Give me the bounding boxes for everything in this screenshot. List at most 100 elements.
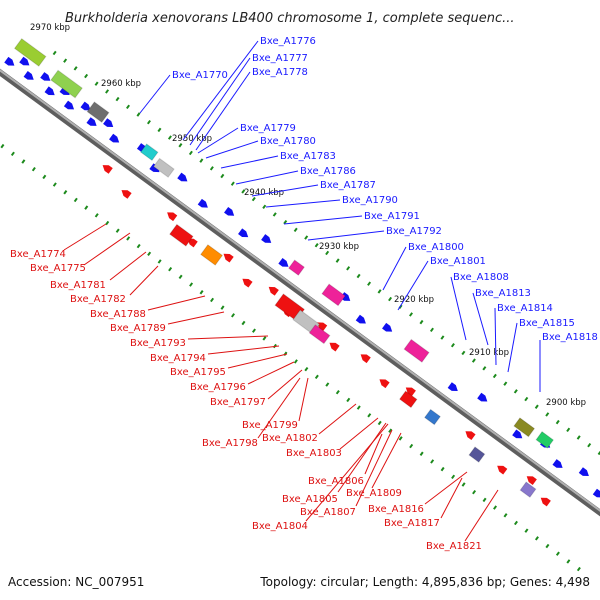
gc-dot (146, 119, 151, 125)
gc-dot (335, 390, 340, 395)
gc-dot (262, 336, 267, 341)
chromosome-backbone (0, 68, 600, 517)
gc-dot (231, 313, 235, 318)
gene-label-reverse[interactable]: Bxe_A1816 (368, 504, 424, 515)
gc-dot (147, 251, 152, 256)
gene-label-forward[interactable]: Bxe_A1814 (497, 303, 553, 314)
gene-label-reverse[interactable]: Bxe_A1799 (242, 420, 298, 431)
gene-label-reverse[interactable]: Bxe_A1774 (10, 249, 66, 260)
gc-dot (241, 320, 246, 326)
gc-dot (262, 204, 267, 209)
cds-reverse-glyph (540, 497, 551, 507)
gene-label-reverse[interactable]: Bxe_A1788 (90, 309, 146, 320)
feature-glyphs (4, 38, 600, 507)
gene-label-forward[interactable]: Bxe_A1813 (475, 288, 531, 299)
gc-dot (545, 543, 550, 549)
gene-label-reverse[interactable]: Bxe_A1806 (308, 476, 364, 487)
gc-dot (10, 151, 15, 157)
gene-label-reverse[interactable]: Bxe_A1802 (262, 433, 318, 444)
gene-label-reverse[interactable]: Bxe_A1794 (150, 353, 206, 364)
tick-labels: 2970 kbp 2960 kbp 2950 kbp 2940 kbp 2930… (30, 23, 586, 408)
misc-feature-block (200, 244, 224, 266)
gc-dot (94, 81, 99, 86)
accession-text: Accession: NC_007951 (8, 575, 144, 589)
gc-dot (21, 159, 26, 164)
gene-label-reverse[interactable]: Bxe_A1821 (426, 541, 482, 552)
gene-label-forward[interactable]: Bxe_A1791 (364, 211, 420, 222)
gc-dot (472, 489, 477, 495)
cds-forward-glyph (86, 117, 97, 126)
gc-dot (576, 435, 581, 440)
gc-dot (335, 258, 340, 263)
gene-label-forward[interactable]: Bxe_A1790 (342, 195, 398, 206)
gc-dot (576, 566, 581, 572)
gene-label-forward[interactable]: Bxe_A1786 (300, 166, 356, 177)
gene-label-reverse[interactable]: Bxe_A1807 (300, 507, 356, 518)
gene-label-forward[interactable]: Bxe_A1801 (430, 256, 486, 267)
gene-label-reverse[interactable]: Bxe_A1793 (130, 338, 186, 349)
misc-feature-block (50, 69, 83, 99)
gc-skew-track-outer (52, 50, 600, 456)
gc-dot (566, 427, 571, 433)
gene-label-forward[interactable]: Bxe_A1780 (260, 136, 316, 147)
gc-dot (210, 297, 215, 303)
gene-label-forward[interactable]: Bxe_A1800 (408, 242, 464, 253)
gc-dot (189, 282, 194, 287)
gene-label-reverse[interactable]: Bxe_A1804 (252, 521, 308, 532)
gene-label-reverse[interactable]: Bxe_A1781 (50, 280, 106, 291)
gene-label-reverse[interactable]: Bxe_A1789 (110, 323, 166, 334)
gene-label-forward[interactable]: Bxe_A1792 (386, 226, 442, 237)
cds-forward-glyph (447, 382, 458, 391)
tick-label: 2930 kbp (319, 242, 359, 252)
gene-label-forward[interactable]: Bxe_A1818 (542, 332, 598, 343)
gene-label-forward[interactable]: Bxe_A1815 (519, 318, 575, 329)
misc-feature-block (398, 390, 418, 409)
gc-dot (440, 466, 445, 472)
gc-dot (136, 243, 141, 249)
gene-label-reverse[interactable]: Bxe_A1797 (210, 397, 266, 408)
gene-label-reverse[interactable]: Bxe_A1798 (202, 438, 258, 449)
gene-label-reverse[interactable]: Bxe_A1775 (30, 263, 86, 274)
cds-reverse-glyph (187, 238, 198, 248)
gene-label-reverse[interactable]: Bxe_A1805 (282, 494, 338, 505)
gene-label-forward[interactable]: Bxe_A1776 (260, 36, 316, 47)
gene-label-forward[interactable]: Bxe_A1787 (320, 180, 376, 191)
gene-label-forward[interactable]: Bxe_A1777 (252, 53, 308, 64)
forward-leader-lines (139, 40, 541, 392)
gc-dot (178, 143, 183, 148)
cds-forward-glyph (40, 72, 51, 81)
gene-label-reverse[interactable]: Bxe_A1782 (70, 294, 126, 305)
gene-label-reverse[interactable]: Bxe_A1817 (384, 518, 440, 529)
gc-dot (84, 205, 89, 210)
gc-dot (115, 228, 120, 233)
gc-dot (409, 443, 414, 449)
cds-forward-glyph (578, 467, 589, 476)
gene-label-forward[interactable]: Bxe_A1783 (280, 151, 336, 162)
cds-reverse-glyph (167, 212, 178, 222)
cds-reverse-glyph (329, 342, 340, 352)
cds-forward-glyph (177, 172, 188, 182)
cds-forward-glyph (278, 257, 289, 267)
gene-label-forward[interactable]: Bxe_A1808 (453, 272, 509, 283)
cds-forward-glyph (59, 86, 70, 96)
gc-dot (409, 312, 413, 317)
gc-dot (314, 243, 319, 248)
gc-dot (314, 374, 319, 380)
gene-label-reverse[interactable]: Bxe_A1795 (170, 367, 226, 378)
gc-dot (367, 281, 372, 286)
gene-label-reverse[interactable]: Bxe_A1809 (346, 488, 402, 499)
misc-feature-block (468, 446, 486, 463)
gene-label-forward[interactable]: Bxe_A1779 (240, 123, 296, 134)
gc-dot (84, 73, 89, 79)
gene-label-forward[interactable]: Bxe_A1770 (172, 70, 228, 81)
gene-label-reverse[interactable]: Bxe_A1796 (190, 382, 246, 393)
misc-feature-block (423, 408, 441, 426)
gc-dot (482, 497, 487, 503)
tick-label: 2910 kbp (469, 348, 509, 358)
gc-dot (356, 405, 361, 410)
gc-dot (283, 219, 288, 225)
cds-forward-glyph (109, 133, 120, 143)
gene-label-forward[interactable]: Bxe_A1778 (252, 67, 308, 78)
gene-label-reverse[interactable]: Bxe_A1803 (286, 448, 342, 459)
